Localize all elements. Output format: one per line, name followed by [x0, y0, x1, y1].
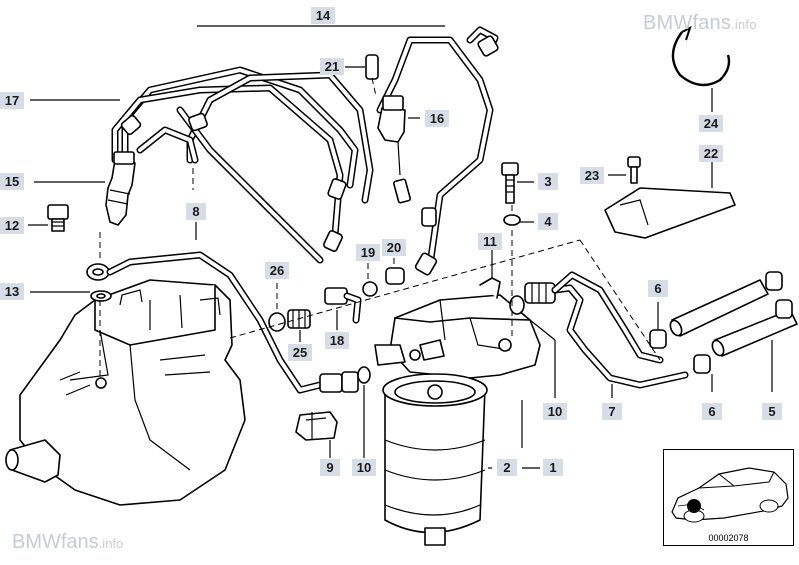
callout-18: 18	[325, 332, 349, 349]
callout-7: 7	[602, 403, 622, 420]
callout-6-bottom: 6	[702, 403, 722, 420]
leak-off-hose	[136, 126, 199, 164]
screw-23	[627, 156, 641, 184]
svg-text:5: 5	[768, 404, 775, 419]
callout-21: 21	[320, 58, 344, 75]
injector-with-sensor	[377, 95, 411, 204]
callout-25: 25	[288, 344, 312, 361]
seal-ring-19	[362, 281, 378, 297]
svg-text:10: 10	[357, 460, 371, 475]
banjo-fitting	[86, 263, 112, 302]
callout-15: 15	[0, 173, 24, 190]
svg-text:14: 14	[316, 8, 331, 23]
callout-23: 23	[580, 167, 604, 184]
callout-13: 13	[0, 283, 24, 300]
svg-text:8: 8	[192, 204, 199, 219]
svg-text:10: 10	[548, 404, 562, 419]
svg-text:9: 9	[326, 460, 333, 475]
svg-text:24: 24	[704, 116, 719, 131]
hose-clamps-6	[649, 271, 793, 374]
svg-text:4: 4	[544, 214, 552, 229]
callout-10-right: 10	[543, 403, 567, 420]
callout-22: 22	[699, 145, 723, 162]
bolt-3	[501, 162, 519, 204]
svg-text:25: 25	[293, 345, 307, 360]
callout-4: 4	[538, 213, 558, 230]
svg-text:7: 7	[608, 404, 615, 419]
callout-24: 24	[699, 115, 723, 132]
callout-3: 3	[538, 173, 558, 190]
fuel-filter-housing	[374, 294, 541, 379]
svg-text:17: 17	[5, 93, 19, 108]
leader-lines	[28, 18, 773, 469]
callout-26: 26	[265, 262, 289, 279]
svg-text:1: 1	[549, 460, 556, 475]
hollow-bolt-12	[47, 204, 69, 232]
cap-20	[385, 267, 405, 285]
fuel-line-8	[106, 251, 359, 394]
circlip-24	[671, 31, 731, 87]
seal-ring-26	[268, 312, 286, 332]
car-outline-icon	[671, 467, 789, 523]
callout-20: 20	[382, 239, 406, 256]
callout-12: 12	[0, 217, 24, 234]
banjo-bolt-18	[324, 287, 362, 324]
seal-ring-10-right	[509, 295, 525, 315]
callout-16: 16	[425, 110, 449, 127]
watermark-bottom: BMWfans.info	[12, 531, 124, 553]
svg-text:13: 13	[5, 284, 19, 299]
fuel-hoses-5	[669, 279, 798, 357]
location-marker	[687, 499, 701, 513]
plug	[365, 54, 379, 80]
injection-lines	[111, 26, 499, 276]
svg-text:6: 6	[654, 281, 661, 296]
fuel-line-7	[524, 271, 689, 389]
callout-1: 1	[543, 459, 563, 476]
svg-text:3: 3	[544, 174, 551, 189]
circlip-24-end	[681, 26, 692, 41]
svg-text:2: 2	[503, 460, 510, 475]
bracket-22	[604, 187, 736, 239]
callout-14: 14	[311, 7, 335, 24]
injection-pump	[5, 279, 246, 506]
svg-text:26: 26	[270, 263, 284, 278]
seal-ring-10-left	[357, 366, 371, 384]
callout-2: 2	[497, 459, 517, 476]
fuel-filter	[382, 373, 488, 546]
callout-17: 17	[0, 92, 24, 109]
vehicle-location-inset: 00002078	[663, 449, 794, 546]
svg-text:15: 15	[5, 174, 19, 189]
callout-5: 5	[762, 403, 782, 420]
washer-4	[503, 214, 521, 226]
clip-9	[295, 411, 338, 441]
callout-9: 9	[320, 459, 340, 476]
svg-text:19: 19	[361, 245, 375, 260]
svg-text:18: 18	[330, 333, 344, 348]
svg-text:22: 22	[704, 146, 718, 161]
svg-text:20: 20	[387, 240, 401, 255]
diagram-code: 00002078	[708, 533, 749, 543]
svg-text:23: 23	[585, 168, 599, 183]
watermark-top: BMWfans.info	[643, 12, 757, 34]
svg-text:6: 6	[708, 404, 715, 419]
clip-11	[479, 277, 501, 299]
svg-text:21: 21	[325, 59, 339, 74]
callout-8: 8	[186, 203, 206, 220]
svg-text:11: 11	[483, 234, 497, 249]
svg-text:12: 12	[5, 218, 19, 233]
injector	[105, 151, 136, 226]
svg-text:16: 16	[430, 111, 444, 126]
callout-11: 11	[478, 233, 502, 250]
callout-6-top: 6	[648, 280, 668, 297]
callout-10-left: 10	[352, 459, 376, 476]
callout-19: 19	[356, 244, 380, 261]
